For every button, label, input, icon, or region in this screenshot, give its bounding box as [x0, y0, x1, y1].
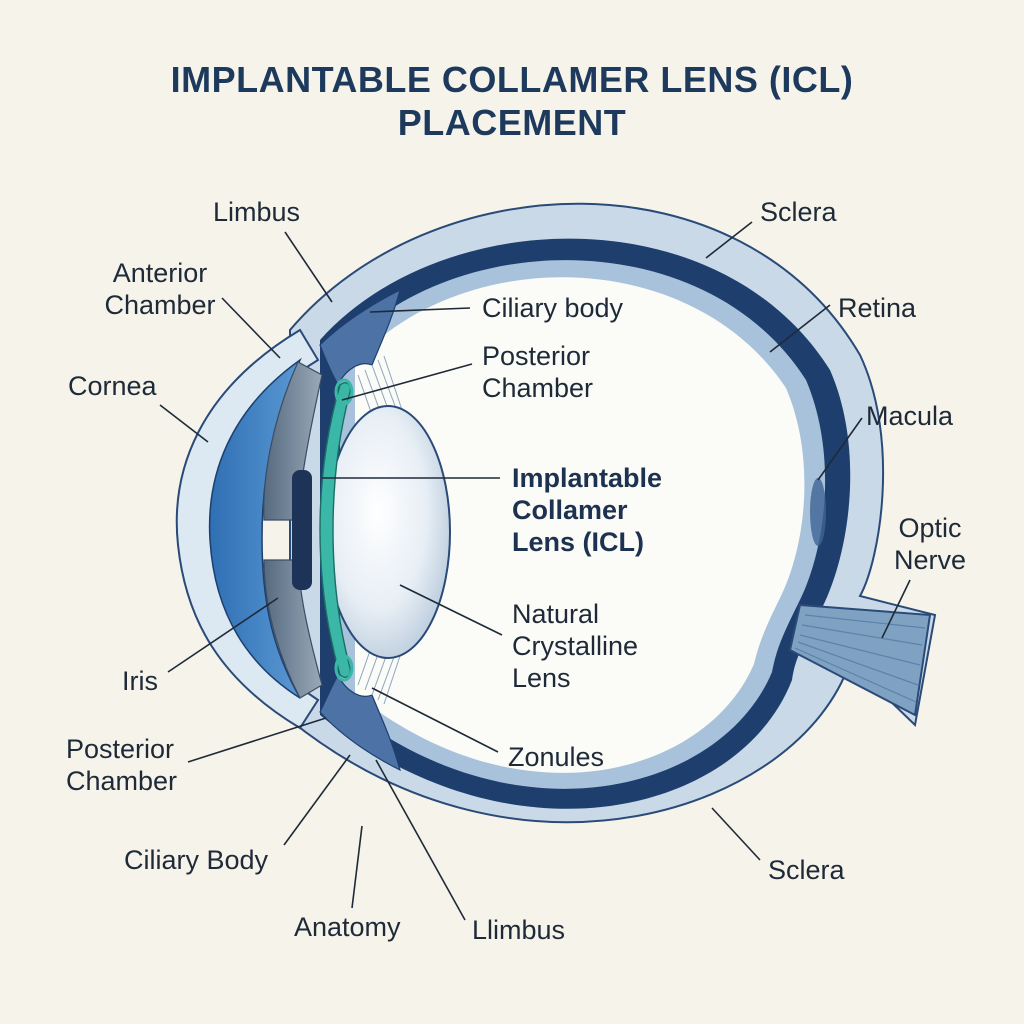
label-cornea: Cornea: [68, 370, 157, 402]
label-limbus-bottom: Llimbus: [472, 914, 565, 946]
label-anterior-chamber: Anterior Chamber: [96, 257, 224, 321]
label-posterior-chamber-bottom: Posterior Chamber: [66, 733, 177, 797]
label-icl: Implantable Collamer Lens (ICL): [512, 462, 662, 558]
macula-spot: [810, 478, 826, 546]
label-optic-nerve: Optic Nerve: [880, 512, 980, 576]
label-sclera-bottom: Sclera: [768, 854, 845, 886]
label-posterior-chamber-top: Posterior Chamber: [482, 340, 593, 404]
title-line-1: IMPLANTABLE COLLAMER LENS (ICL): [0, 58, 1024, 101]
label-ciliary-body-top: Ciliary body: [482, 292, 623, 324]
label-sclera-top: Sclera: [760, 196, 837, 228]
label-ciliary-body-bottom: Ciliary Body: [124, 844, 268, 876]
label-macula: Macula: [866, 400, 953, 432]
pupil: [292, 470, 312, 590]
title-line-2: PLACEMENT: [0, 101, 1024, 144]
label-limbus-top: Limbus: [213, 196, 300, 228]
label-retina: Retina: [838, 292, 916, 324]
label-anatomy: Anatomy: [294, 911, 401, 943]
label-iris: Iris: [122, 665, 158, 697]
diagram-title: IMPLANTABLE COLLAMER LENS (ICL) PLACEMEN…: [0, 58, 1024, 144]
label-natural-lens: Natural Crystalline Lens: [512, 598, 638, 694]
natural-crystalline-lens: [326, 406, 450, 658]
label-zonules: Zonules: [508, 741, 604, 773]
